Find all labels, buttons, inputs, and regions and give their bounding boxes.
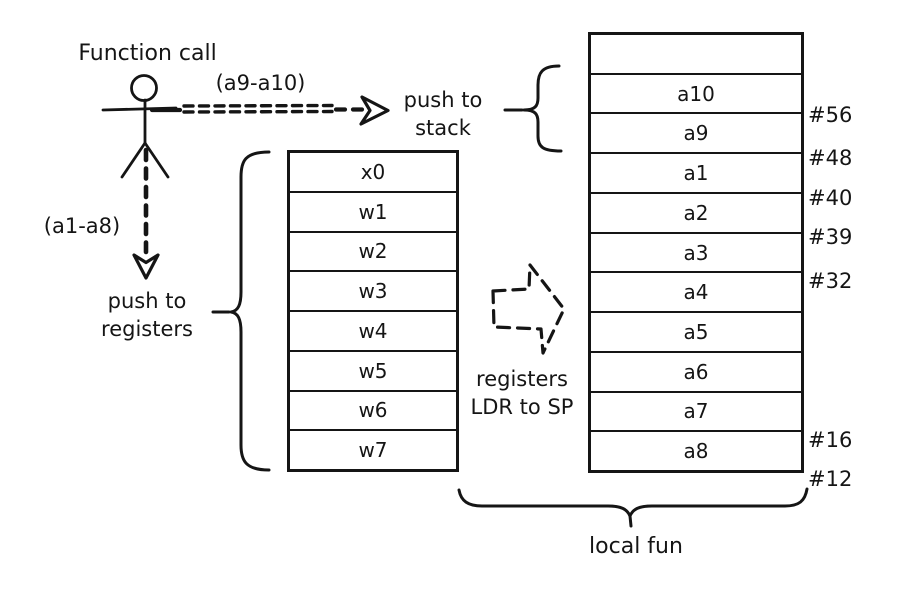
sp-offset: #32 <box>808 269 853 293</box>
local-fun-label: local fun <box>589 534 683 559</box>
register-row: w4 <box>290 310 456 350</box>
register-row: w7 <box>290 429 456 469</box>
stack-row: a10 <box>591 72 801 113</box>
register-args-label: (a1-a8) <box>43 214 121 238</box>
stack-row-empty <box>591 35 801 73</box>
stack-args-label: (a9-a10) <box>215 71 306 95</box>
ldr-to-sp-label: registers LDR to SP <box>470 367 574 419</box>
register-row: x0 <box>360 159 386 184</box>
sp-offset: #40 <box>808 186 853 210</box>
sp-offset: #12 <box>808 467 853 491</box>
stack-table: a10 a9 a1 a2 a3 a4 a5 a6 a7 a8 <box>588 32 804 473</box>
local-fun-brace <box>457 487 809 528</box>
register-row: w3 <box>290 270 456 310</box>
stack-row: a4 <box>591 271 801 311</box>
stack-row: a9 <box>591 112 801 152</box>
arrow-args-to-registers-icon <box>132 147 160 280</box>
stack-row: a5 <box>591 311 801 351</box>
push-to-registers-label: push to registers <box>101 289 193 341</box>
stack-row: a2 <box>591 191 801 232</box>
stack-brace <box>503 64 563 153</box>
function-call-label: Function call <box>78 41 217 66</box>
registers-table: x0 w1 w2 w3 w4 w5 w6 w7 <box>287 150 459 472</box>
sp-offset: #16 <box>808 428 853 452</box>
stack-row: a3 <box>591 231 801 272</box>
stack-row: a6 <box>591 350 801 391</box>
sp-offset: #48 <box>808 146 853 170</box>
push-to-stack-label: push to stack <box>403 88 483 140</box>
stack-row: a8 <box>591 430 801 470</box>
arrow-args-to-stack-icon <box>149 95 390 126</box>
stick-figure-icon <box>101 74 178 179</box>
sp-offset: #56 <box>808 103 853 127</box>
register-row: w1 <box>290 190 456 231</box>
sp-offset: #39 <box>808 225 853 249</box>
ldr-block-arrow-icon <box>491 263 566 355</box>
registers-brace <box>211 150 271 472</box>
register-row: w6 <box>290 389 456 430</box>
register-row: w2 <box>290 230 456 271</box>
register-row: w5 <box>290 349 456 390</box>
stack-row: a1 <box>591 152 801 192</box>
stack-row: a7 <box>591 390 801 431</box>
